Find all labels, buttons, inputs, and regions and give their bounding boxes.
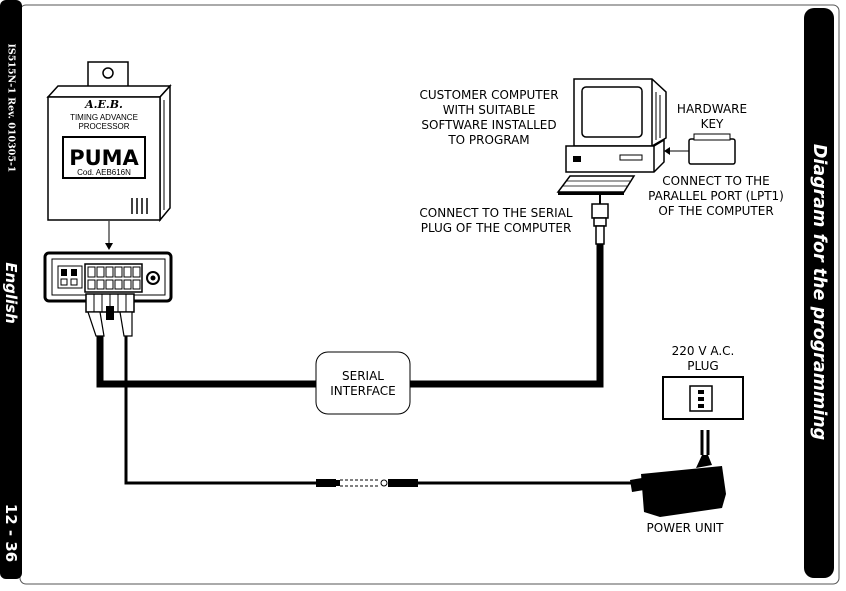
computer-label: CUSTOMER COMPUTER WITH SUITABLE SOFTWARE… xyxy=(419,88,559,147)
wall-plug xyxy=(662,376,744,420)
serial-cable-left xyxy=(96,336,316,388)
language-label: English xyxy=(2,262,20,324)
serial-interface-box xyxy=(315,351,411,415)
device-line2: PROCESSOR xyxy=(78,122,129,131)
connector xyxy=(43,251,173,303)
computer xyxy=(556,78,667,195)
serial-plug xyxy=(591,195,609,245)
parallel-port-label: CONNECT TO THE PARALLEL PORT (LPT1) OF T… xyxy=(648,174,784,218)
puma-device xyxy=(46,61,172,223)
wall-plug-label: 220 V A.C. PLUG xyxy=(671,344,735,373)
device-code: Cod. AEB616N xyxy=(77,168,131,177)
document-code: IS515N-1 Rev. 010305-1 xyxy=(5,43,17,173)
power-unit xyxy=(630,430,726,517)
hardware-key xyxy=(664,133,736,165)
serial-plug-label: CONNECT TO THE SERIAL PLUG OF THE COMPUT… xyxy=(419,206,573,235)
connector-plug xyxy=(85,293,135,337)
hardware-key-label: HARDWARE KEY xyxy=(676,102,748,131)
power-cable xyxy=(124,336,316,485)
serial-cable-right xyxy=(410,244,604,388)
device-brand: A.E.B. xyxy=(84,98,123,111)
device-line1: TIMING ADVANCE xyxy=(70,113,138,122)
device-arrow-head xyxy=(105,243,113,250)
serial-interface-label: SERIAL INTERFACE xyxy=(330,369,396,398)
power-unit-label: POWER UNIT xyxy=(646,521,724,535)
page-number: 12 - 36 xyxy=(2,503,20,563)
section-title: Diagram for the programming xyxy=(809,143,829,441)
power-jack-female xyxy=(388,479,418,487)
power-jack-male xyxy=(316,479,336,487)
right-side-bar xyxy=(804,8,834,578)
left-side-bar xyxy=(0,0,22,579)
device-name: PUMA xyxy=(69,146,139,170)
